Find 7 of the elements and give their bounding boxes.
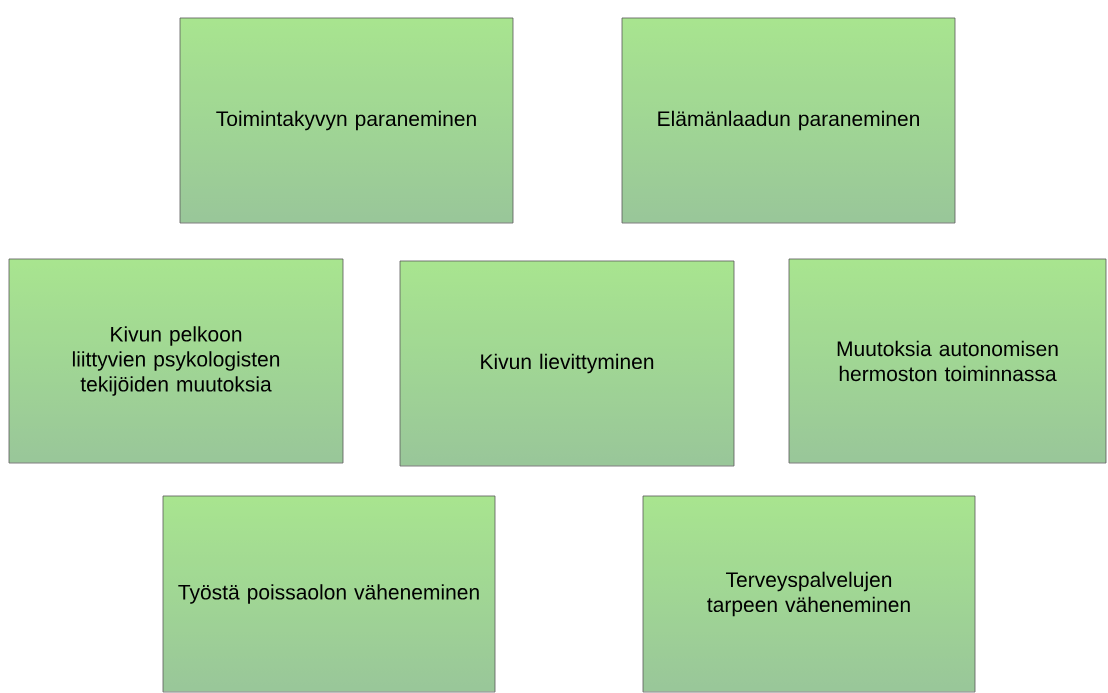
outcome-box: Muutoksia autonomisen hermoston toiminnassa [788,258,1107,464]
outcome-box: Terveyspalvelujen tarpeen väheneminen [642,495,976,693]
outcome-box: Työstä poissaolon väheneminen [162,495,496,693]
outcome-box: Kivun pelkoon liittyvien psykologisten tekijöiden muutoksia [8,258,344,464]
outcome-box: Toimintakyvyn paraneminen [179,17,514,224]
outcome-box: Kivun lievittyminen [399,260,735,467]
outcome-box: Elämänlaadun paraneminen [621,17,956,224]
